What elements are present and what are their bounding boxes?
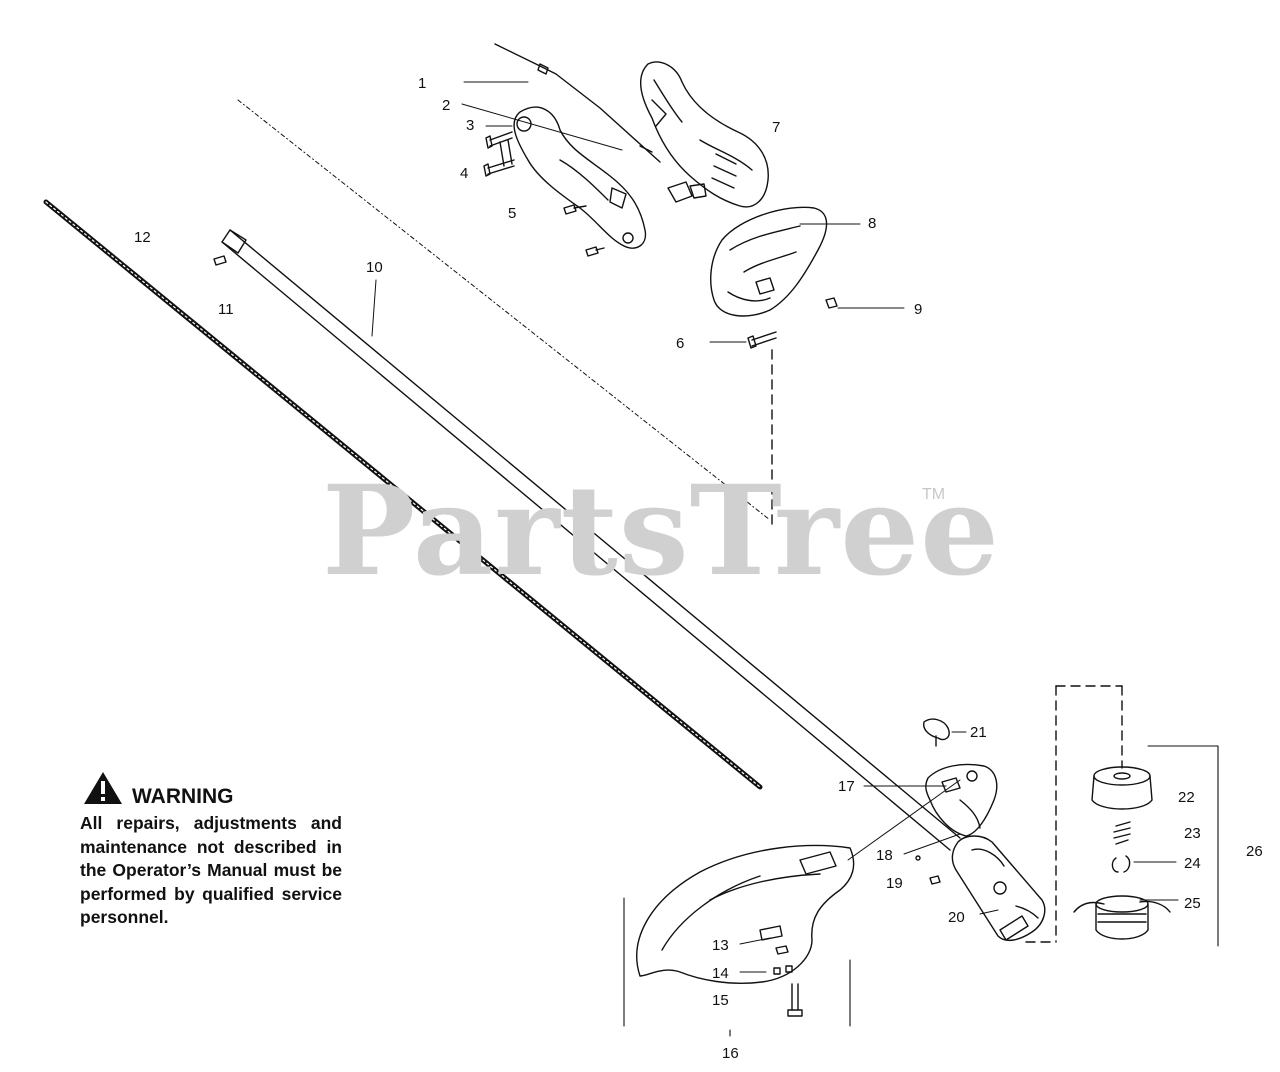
warning-text: All repairs, adjustments and maintenance…: [80, 813, 342, 927]
part-22-head-cap: [1091, 766, 1153, 810]
callout-12: 12: [134, 229, 151, 246]
callout-11: 11: [218, 301, 234, 318]
part-21-wing-bolt: [923, 718, 950, 747]
part-18-19-fasteners: [915, 855, 941, 885]
callout-22: 22: [1178, 789, 1195, 806]
watermark: PartsTree: [322, 459, 1001, 604]
callout-9: 9: [914, 301, 923, 318]
callout-23: 23: [1184, 825, 1201, 842]
part-12-drive-shaft: [43, 199, 763, 790]
centerline: [237, 99, 771, 521]
part-1-throttle-cable: [494, 43, 661, 163]
callout-4: 4: [460, 165, 469, 182]
warning-triangle-icon: [84, 772, 122, 804]
warning-title: WARNING: [132, 785, 234, 808]
part-17-clamp: [925, 763, 998, 837]
head-alignment-lines: [1025, 685, 1123, 943]
callout-15: 15: [712, 992, 729, 1009]
callout-3: 3: [466, 117, 475, 134]
callout-1: 1: [418, 75, 427, 92]
callout-25: 25: [1184, 895, 1201, 912]
part-25-spool: [1073, 895, 1171, 940]
part-9-screw: [825, 297, 838, 309]
part-7-handle-half: [640, 61, 769, 208]
part-16-guard: [636, 844, 855, 984]
part-5-handle-half: [513, 106, 647, 249]
callout-24: 24: [1184, 855, 1201, 872]
leader-lines: [371, 81, 1179, 973]
part-3-4-screws: [483, 131, 515, 177]
part-5-screws: [563, 204, 605, 257]
callout-8: 8: [868, 215, 877, 232]
callout-7: 7: [772, 119, 781, 136]
callout-20: 20: [948, 909, 965, 926]
callout-16: 16: [722, 1045, 739, 1062]
part-6-bolt: [747, 331, 777, 349]
callout-14: 14: [712, 965, 729, 982]
trademark-mark: TM: [922, 486, 946, 503]
group-brackets: [623, 745, 1219, 1037]
part-24-eyelet: [1111, 855, 1131, 873]
callout-6: 6: [676, 335, 685, 352]
part-8-handle-cover: [710, 206, 828, 317]
callout-10: 10: [366, 259, 383, 276]
part-13-15-screws: [773, 965, 803, 1017]
part-23-spring: [1113, 821, 1131, 845]
callout-13: 13: [712, 937, 729, 954]
callout-5: 5: [508, 205, 517, 222]
callout-19: 19: [886, 875, 903, 892]
callout-2: 2: [442, 97, 451, 114]
callout-17: 17: [838, 778, 855, 795]
callout-21: 21: [970, 724, 987, 741]
part-20-gearhead: [951, 835, 1046, 942]
part-11-screw: [213, 255, 227, 266]
callout-26: 26: [1246, 843, 1263, 860]
part-10-drive-tube: [221, 229, 961, 851]
callout-18: 18: [876, 847, 893, 864]
